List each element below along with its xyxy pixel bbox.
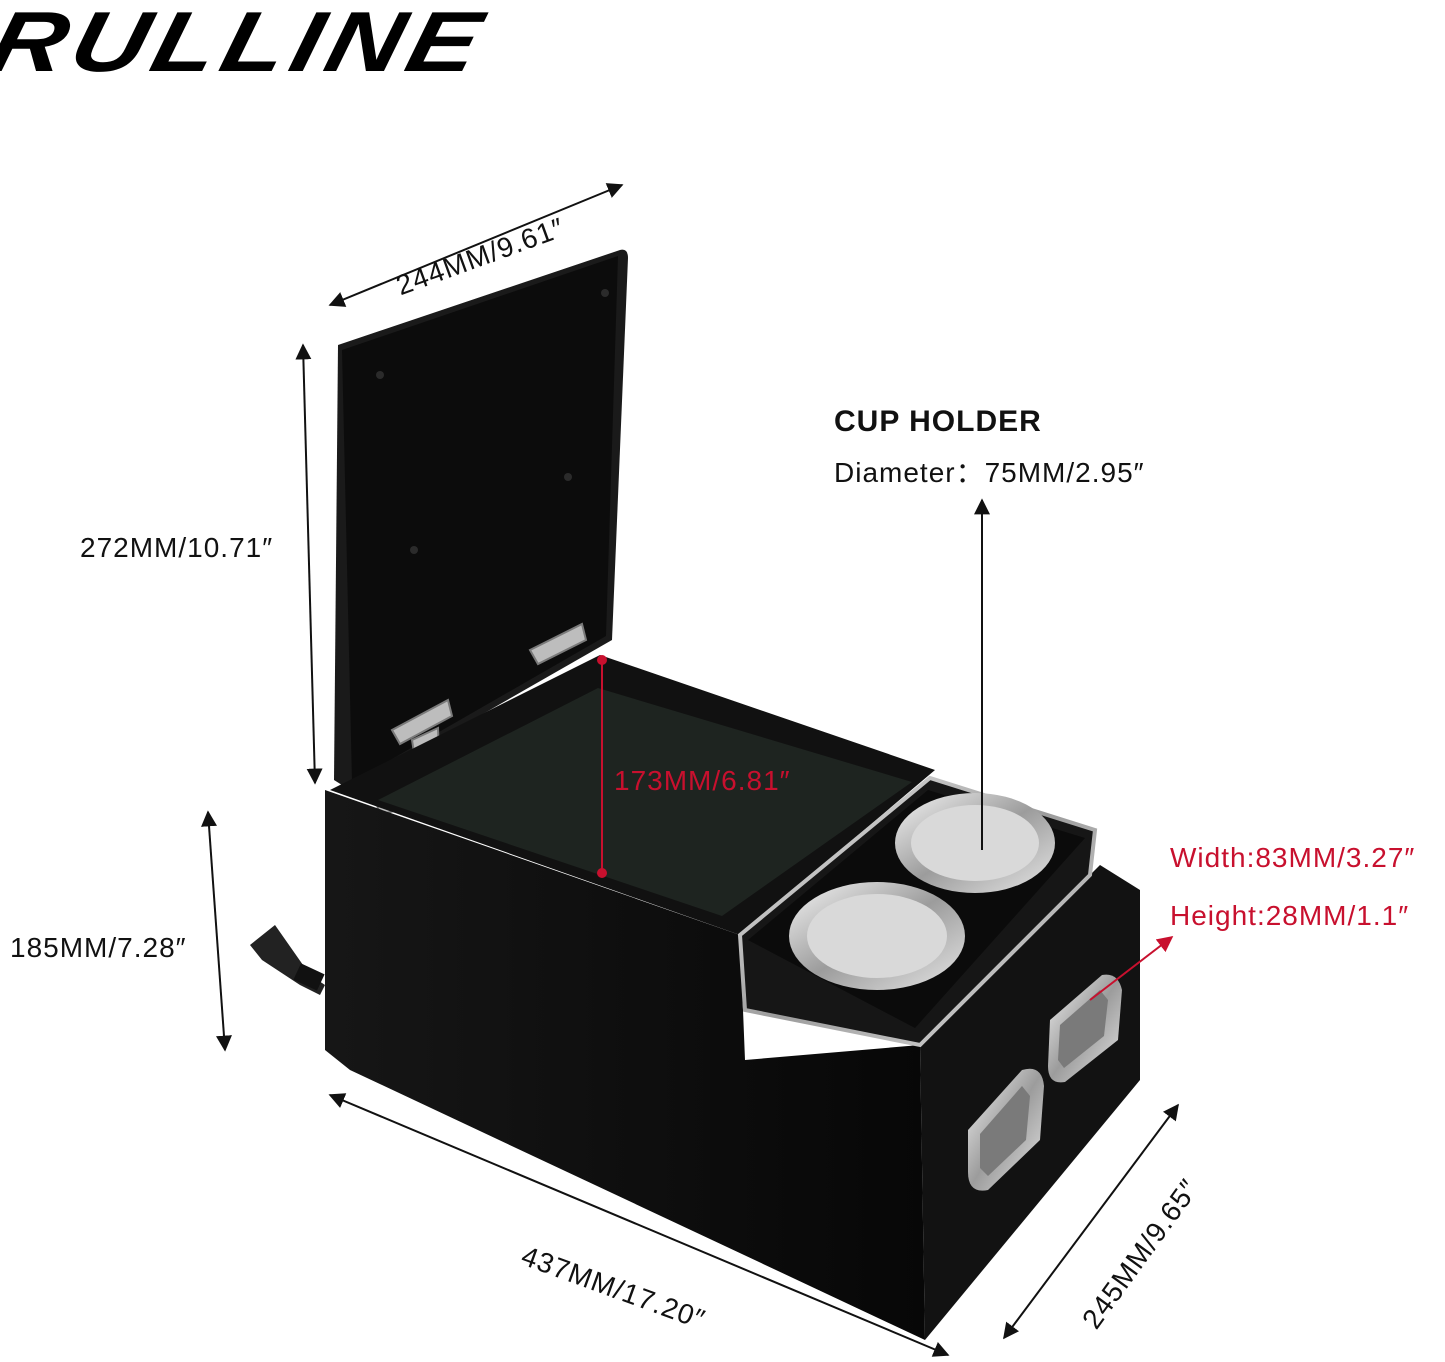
inner-depth-marker: [597, 655, 1174, 1001]
inner-depth-label: 173MM/6.81″: [614, 765, 791, 796]
strap-buckle-icon: [250, 925, 325, 995]
cup-holder-diameter: Diameter：75MM/2.95″: [834, 457, 1145, 488]
side-holder-width: Width:83MM/3.27″: [1170, 842, 1416, 873]
console-body: [325, 655, 1140, 1340]
side-holder-height: Height:28MM/1.1″: [1170, 900, 1410, 931]
cup-holder-title: CUP HOLDER: [834, 405, 1042, 438]
dimension-arrows: [201, 183, 1179, 1357]
lid-height-label: 272MM/10.71″: [80, 532, 274, 563]
cup-holders: [789, 793, 1055, 990]
body-height-label: 185MM/7.28″: [10, 932, 187, 963]
